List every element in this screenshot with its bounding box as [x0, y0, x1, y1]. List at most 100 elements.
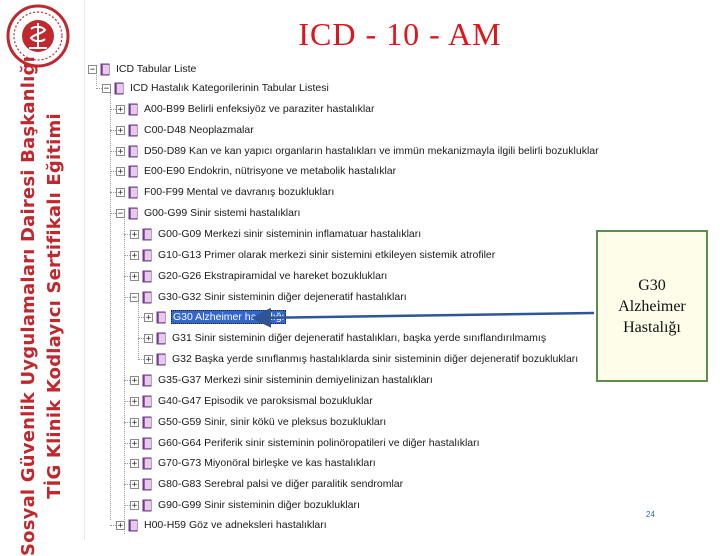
- tree-connector: [124, 297, 130, 298]
- callout-line-1: G30: [638, 276, 666, 294]
- book-icon: [142, 499, 152, 511]
- expand-icon[interactable]: +: [116, 125, 125, 136]
- collapse-icon[interactable]: −: [116, 208, 125, 219]
- book-icon: [156, 311, 166, 323]
- icd-tree-view[interactable]: −ICD Tabular Liste−ICD Hastalık Kategori…: [88, 58, 599, 538]
- expand-icon[interactable]: +: [144, 333, 153, 344]
- tree-node[interactable]: + G31 Sinir sisteminin diğer dejeneratif …: [144, 329, 547, 347]
- tree-node-label[interactable]: G80-G83 Serebral palsi ve diğer paraliti…: [158, 478, 404, 490]
- page-number: 24: [646, 510, 655, 519]
- tree-node[interactable]: − ICD Tabular Liste: [88, 60, 197, 78]
- tree-node-label[interactable]: H00-H59 Göz ve adneksleri hastalıkları: [144, 519, 327, 531]
- tree-node[interactable]: + G80-G83 Serebral palsi ve diğer paralit…: [130, 475, 404, 493]
- book-icon: [142, 416, 152, 428]
- tree-connector: [110, 192, 116, 193]
- tree-node-label[interactable]: G35-G37 Merkezi sinir sisteminin demiyel…: [158, 374, 433, 386]
- collapse-icon[interactable]: −: [130, 292, 139, 303]
- book-icon: [128, 165, 138, 177]
- tree-node-label[interactable]: G31 Sinir sisteminin diğer dejeneratif h…: [172, 332, 547, 344]
- book-icon: [142, 374, 152, 386]
- book-icon: [128, 145, 138, 157]
- tree-node-label[interactable]: ICD Hastalık Kategorilerinin Tabular Lis…: [130, 82, 329, 94]
- tree-node[interactable]: + G50-G59 Sinir, sinir kökü ve pleksus bo…: [130, 413, 387, 431]
- tree-connector: [110, 213, 116, 214]
- book-icon: [142, 270, 152, 282]
- tree-connector: [124, 216, 125, 534]
- tree-connector: [124, 484, 130, 485]
- expand-icon[interactable]: +: [130, 438, 139, 449]
- expand-icon[interactable]: +: [144, 312, 153, 323]
- tree-node[interactable]: − G00-G99 Sinir sistemi hastalıkları: [116, 204, 301, 222]
- sidebar-vertical-text: Sosyal Güvenlik Uygulamaları Dairesi Baş…: [16, 56, 68, 556]
- expand-icon[interactable]: +: [144, 354, 153, 365]
- tree-node[interactable]: + G35-G37 Merkezi sinir sisteminin demiye…: [130, 371, 434, 389]
- tree-node[interactable]: + G32 Başka yerde sınıflanmış hastalıklar…: [144, 350, 579, 368]
- tree-node[interactable]: + G00-G09 Merkezi sinir sisteminin inflam…: [130, 225, 422, 243]
- tree-node[interactable]: − G30-G32 Sinir sisteminin diğer dejenera…: [130, 288, 408, 306]
- tree-node-label[interactable]: G50-G59 Sinir, sinir kökü ve pleksus boz…: [158, 416, 387, 428]
- expand-icon[interactable]: +: [116, 146, 125, 157]
- sidebar-line-2: TİG Klinik Kodlayıcı Sertifikalı Eğitimi: [44, 113, 65, 499]
- tree-connector: [110, 130, 116, 131]
- tree-connector: [96, 88, 102, 89]
- tree-node-label[interactable]: G20-G26 Ekstrapiramidal ve hareket bozuk…: [158, 270, 388, 282]
- expand-icon[interactable]: +: [130, 396, 139, 407]
- tree-connector: [124, 234, 130, 235]
- tree-node[interactable]: + H00-H59 Göz ve adneksleri hastalıkları: [116, 516, 328, 534]
- expand-icon[interactable]: +: [130, 500, 139, 511]
- tree-connector: [124, 276, 130, 277]
- expand-icon[interactable]: +: [130, 458, 139, 469]
- tree-node[interactable]: + A00-B99 Belirli enfeksiyöz ve paraziter…: [116, 100, 376, 118]
- tree-node-label[interactable]: G60-G64 Periferik sinir sisteminin polin…: [158, 437, 480, 449]
- expand-icon[interactable]: +: [130, 229, 139, 240]
- collapse-icon[interactable]: −: [102, 83, 111, 94]
- callout-line-3: Hastalığı: [623, 318, 681, 336]
- tree-node-label[interactable]: G90-G99 Sinir sisteminin diğer bozuklukl…: [158, 499, 360, 511]
- tree-node[interactable]: + G20-G26 Ekstrapiramidal ve hareket bozu…: [130, 267, 388, 285]
- tree-connector: [96, 72, 97, 86]
- expand-icon[interactable]: +: [130, 375, 139, 386]
- book-icon: [142, 291, 152, 303]
- tree-node-label[interactable]: G30-G32 Sinir sisteminin diğer dejenerat…: [158, 291, 407, 303]
- expand-icon[interactable]: +: [130, 250, 139, 261]
- tree-node-label[interactable]: G32 Başka yerde sınıflanmış hastalıklard…: [172, 353, 579, 365]
- tree-node[interactable]: + G90-G99 Sinir sisteminin diğer bozukluk…: [130, 496, 361, 514]
- tree-node-label[interactable]: G10-G13 Primer olarak merkezi sinir sist…: [158, 249, 496, 261]
- expand-icon[interactable]: +: [130, 271, 139, 282]
- tree-node[interactable]: + G60-G64 Periferik sinir sisteminin poli…: [130, 434, 481, 452]
- collapse-icon[interactable]: −: [88, 64, 97, 75]
- book-icon: [128, 519, 138, 531]
- expand-icon[interactable]: +: [116, 187, 125, 198]
- tree-connector: [124, 443, 130, 444]
- tree-node[interactable]: + G30 Alzheimer hastalığı: [144, 308, 287, 326]
- tree-node-label[interactable]: E00-E90 Endokrin, nütrisyone ve metaboli…: [144, 165, 397, 177]
- expand-icon[interactable]: +: [116, 166, 125, 177]
- tree-node[interactable]: + F00-F99 Mental ve davranış bozuklukları: [116, 183, 335, 201]
- tree-node-label[interactable]: ICD Tabular Liste: [116, 63, 197, 75]
- tree-node[interactable]: + G10-G13 Primer olarak merkezi sinir sis…: [130, 246, 496, 264]
- tree-node[interactable]: + E00-E90 Endokrin, nütrisyone ve metabol…: [116, 162, 397, 180]
- expand-icon[interactable]: +: [116, 104, 125, 115]
- tree-node[interactable]: − ICD Hastalık Kategorilerinin Tabular Li…: [102, 79, 330, 97]
- slide-title: ICD - 10 - AM: [298, 16, 502, 52]
- tree-node[interactable]: + D50-D89 Kan ve kan yapıcı organların ha…: [116, 142, 600, 160]
- tree-node[interactable]: + G40-G47 Episodik ve paroksismal bozuklu…: [130, 392, 374, 410]
- tree-node-label[interactable]: F00-F99 Mental ve davranış bozuklukları: [144, 186, 335, 198]
- tree-connector: [110, 109, 116, 110]
- tree-node-label-selected[interactable]: G30 Alzheimer hastalığı: [171, 310, 287, 324]
- expand-icon[interactable]: +: [116, 520, 125, 531]
- tree-node-label[interactable]: G00-G09 Merkezi sinir sisteminin inflama…: [158, 228, 422, 240]
- book-icon: [156, 353, 166, 365]
- tree-node-label[interactable]: G40-G47 Episodik ve paroksismal bozukluk…: [158, 395, 373, 407]
- tree-connector: [124, 463, 130, 464]
- expand-icon[interactable]: +: [130, 417, 139, 428]
- tree-node-label[interactable]: G70-G73 Miyonöral birleşke ve kas hastal…: [158, 457, 376, 469]
- tree-node-label[interactable]: D50-D89 Kan ve kan yapıcı organların has…: [144, 145, 599, 157]
- tree-node-label[interactable]: A00-B99 Belirli enfeksiyöz ve paraziter …: [144, 103, 375, 115]
- book-icon: [142, 457, 152, 469]
- tree-node-label[interactable]: C00-D48 Neoplazmalar: [144, 124, 254, 136]
- expand-icon[interactable]: +: [130, 479, 139, 490]
- tree-node[interactable]: + C00-D48 Neoplazmalar: [116, 121, 255, 139]
- tree-node[interactable]: + G70-G73 Miyonöral birleşke ve kas hasta…: [130, 454, 377, 472]
- tree-node-label[interactable]: G00-G99 Sinir sistemi hastalıkları: [144, 207, 301, 219]
